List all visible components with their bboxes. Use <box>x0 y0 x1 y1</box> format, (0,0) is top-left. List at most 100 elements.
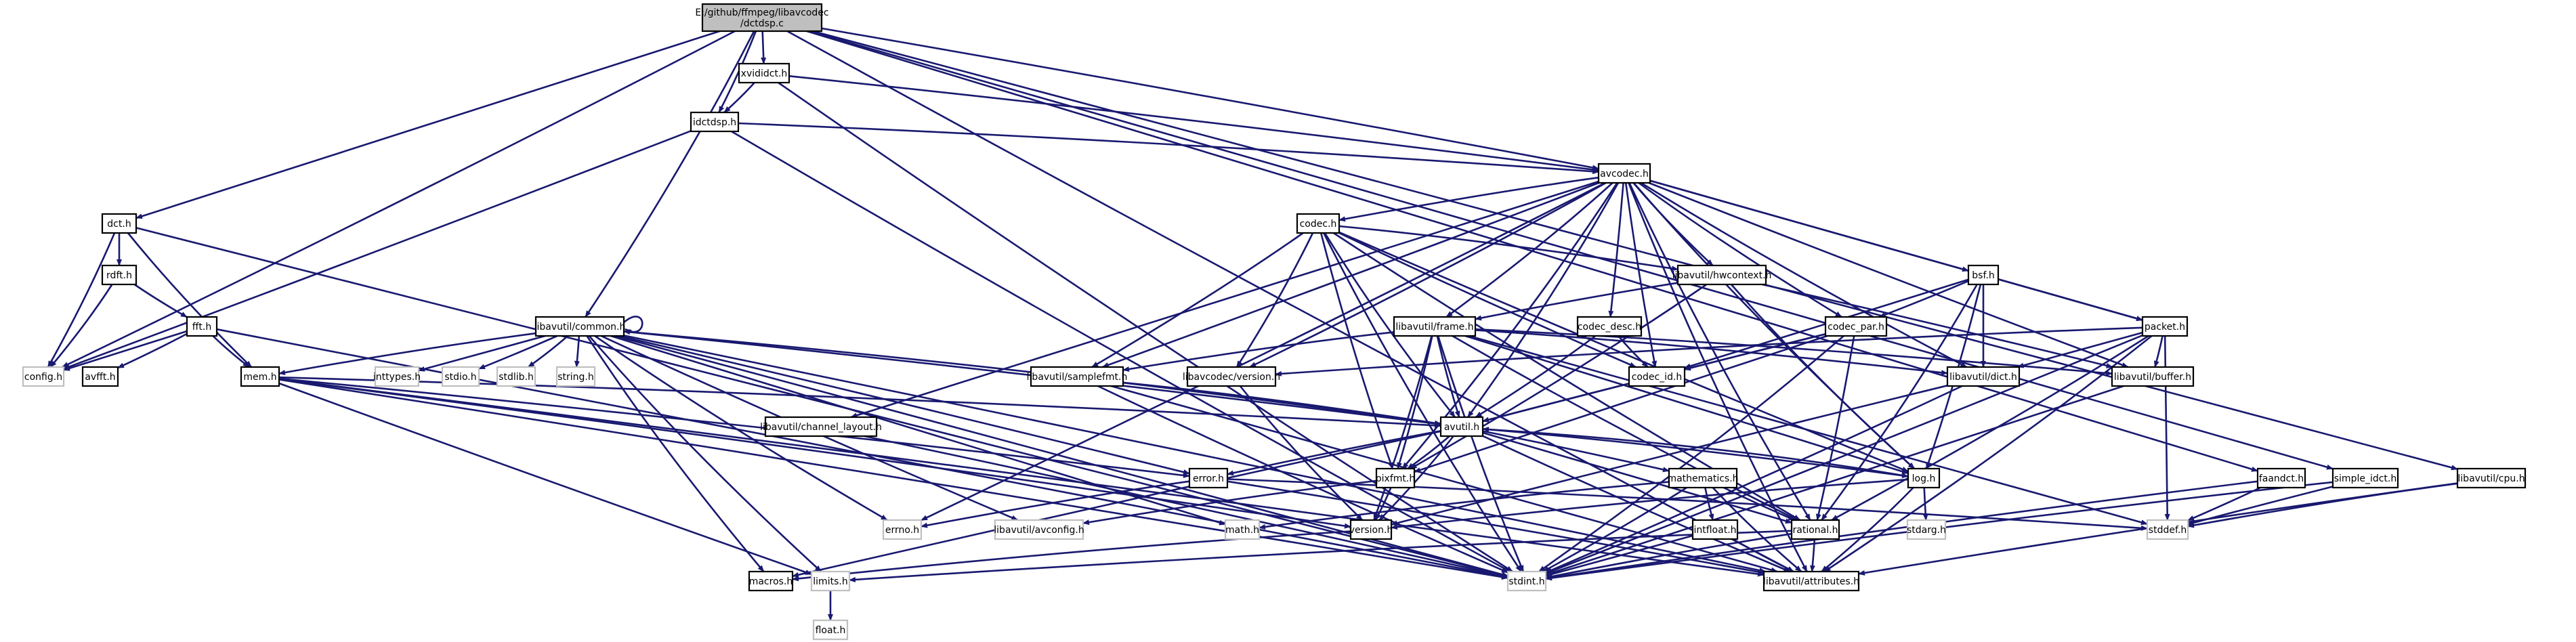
node-label: limits.h <box>813 576 847 587</box>
node-label: libavutil/cpu.h <box>2457 473 2525 484</box>
edge-mem-to-error <box>278 377 1190 478</box>
node-intfloat[interactable]: intfloat.h <box>1691 519 1739 540</box>
node-hwcontext[interactable]: libavutil/hwcontext.h <box>1672 264 1772 286</box>
node-box <box>1691 519 1739 540</box>
node-stdarg: stdarg.h <box>1906 519 1947 540</box>
node-bsf[interactable]: bsf.h <box>1967 264 2000 286</box>
node-box <box>374 366 420 387</box>
node-label: libavutil/channel_layout.h <box>760 422 882 433</box>
node-label: libavutil/buffer.h <box>2114 372 2191 383</box>
edge-avutil-to-version <box>1378 435 1454 521</box>
node-label: string.h <box>557 372 594 383</box>
edge-common-to-common <box>623 316 643 335</box>
node-dict[interactable]: libavutil/dict.h <box>1946 366 2021 387</box>
node-faandct[interactable]: faandct.h <box>2256 467 2306 489</box>
edge-codec-to-samplefmt <box>1091 232 1304 368</box>
edge-codec-to-stdint <box>1323 232 1522 572</box>
node-packet[interactable]: packet.h <box>2141 316 2189 337</box>
edge-pixfmt-to-version <box>1374 487 1392 521</box>
edge-rational-to-limits <box>849 530 1792 582</box>
edge-frame-to-samplefmt <box>1122 331 1395 372</box>
node-label: config.h <box>24 372 62 383</box>
node-codec[interactable]: codec.h <box>1296 213 1340 234</box>
edge-log-to-attributes <box>1821 487 1914 572</box>
node-box <box>1393 316 1477 337</box>
edge-mem-to-version <box>278 378 1351 529</box>
edge-root-to-common <box>585 30 755 318</box>
node-float: float.h <box>812 619 849 641</box>
edge-codec_par-to-stdint <box>1538 335 1844 573</box>
node-rational[interactable]: rational.h <box>1790 519 1840 540</box>
node-pixfmt[interactable]: pixfmt.h <box>1376 467 1415 489</box>
node-cpu[interactable]: libavutil/cpu.h <box>2456 467 2527 489</box>
node-codec_id[interactable]: codec_id.h <box>1628 366 1686 387</box>
node-fft[interactable]: fft.h <box>186 316 218 337</box>
edge-mathematics-to-stdint <box>1542 486 1687 573</box>
node-avcodec[interactable]: avcodec.h <box>1597 163 1651 184</box>
edge-log-to-stdarg <box>1922 487 1928 521</box>
node-box <box>2111 366 2195 387</box>
node-label: rdft.h <box>106 270 132 281</box>
node-box <box>690 111 740 133</box>
node-common[interactable]: libavutil/common.h <box>534 316 626 337</box>
edge-root-to-config <box>62 30 736 368</box>
node-frame[interactable]: libavutil/frame.h <box>1393 316 1477 337</box>
edge-dct-to-config <box>47 232 116 368</box>
node-label: packet.h <box>2145 322 2185 333</box>
node-attributes[interactable]: libavutil/attributes.h <box>1762 570 1860 592</box>
edge-buffer-to-stdint <box>1545 385 2124 576</box>
node-log[interactable]: log.h <box>1907 467 1941 489</box>
node-error[interactable]: error.h <box>1188 467 1229 489</box>
node-version[interactable]: version.h <box>1349 519 1393 540</box>
edge-frame-to-log <box>1464 335 1909 475</box>
edge-hwcontext-to-log <box>1730 284 1915 469</box>
node-box <box>186 316 218 337</box>
node-codec_desc[interactable]: codec_desc.h <box>1576 316 1643 337</box>
node-box <box>1762 570 1860 592</box>
node-box <box>1506 570 1547 592</box>
node-box <box>1030 366 1124 387</box>
edge-common-to-mem <box>278 332 536 375</box>
node-xvididct[interactable]: xvididct.h <box>738 62 790 84</box>
node-mathematics[interactable]: mathematics.h <box>1667 467 1739 489</box>
node-label: idctdsp.h <box>693 117 736 128</box>
edge-channel_layout-to-stdint <box>864 435 1508 578</box>
node-avutil[interactable]: avutil.h <box>1439 416 1484 437</box>
edge-codec-to-hwcontext <box>1338 225 1678 272</box>
node-root[interactable]: E:/github/ffmpeg/libavcodec/dctdsp.c <box>695 3 829 33</box>
node-box <box>701 3 823 33</box>
node-label: libavcodec/version.h <box>1183 372 1280 383</box>
node-lcversion[interactable]: libavcodec/version.h <box>1183 366 1280 387</box>
edge-avutil-to-log <box>1482 428 1909 479</box>
edge-mem-to-limits <box>278 382 812 576</box>
header-nodes: E:/github/ffmpeg/libavcodec/dctdsp.c xvid… <box>22 3 2527 641</box>
node-simple_idct[interactable]: simple_idct.h <box>2331 467 2399 489</box>
node-codec_par[interactable]: codec_par.h <box>1824 316 1888 337</box>
node-idctdsp[interactable]: idctdsp.h <box>690 111 740 133</box>
node-rdft[interactable]: rdft.h <box>101 264 138 286</box>
node-label: stdarg.h <box>1907 525 1946 536</box>
node-config: config.h <box>22 366 65 387</box>
edge-avutil-to-rational <box>1482 431 1792 524</box>
node-errno: errno.h <box>882 519 923 540</box>
edge-common-to-error <box>618 335 1190 475</box>
node-box <box>2456 467 2527 489</box>
node-channel_layout[interactable]: libavutil/channel_layout.h <box>760 416 882 437</box>
node-buffer[interactable]: libavutil/buffer.h <box>2111 366 2195 387</box>
node-label: stddef.h <box>2149 525 2187 536</box>
edge-packet-to-dict <box>2017 331 2143 368</box>
edge-hwcontext-to-frame <box>1475 282 1678 321</box>
edge-avutil-to-macros <box>792 430 1441 578</box>
node-box <box>1597 163 1651 184</box>
node-macros[interactable]: macros.h <box>748 570 794 592</box>
node-avfft[interactable]: avfft.h <box>81 366 119 387</box>
node-dct[interactable]: dct.h <box>101 213 138 234</box>
node-box <box>2146 519 2189 540</box>
edge-avcodec-to-codec_par <box>1638 181 1842 318</box>
node-label: simple_idct.h <box>2334 473 2397 484</box>
node-samplefmt[interactable]: libavutil/samplefmt.h <box>1027 366 1128 387</box>
node-box <box>2256 467 2306 489</box>
node-label: stdlib.h <box>499 372 534 383</box>
node-mem[interactable]: mem.h <box>240 366 280 387</box>
